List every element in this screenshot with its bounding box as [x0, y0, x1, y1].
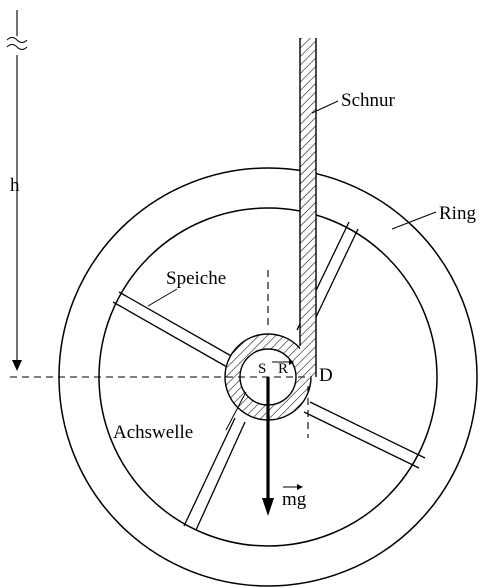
- label-h: h: [10, 175, 20, 196]
- leader-speiche: [147, 288, 178, 307]
- label-s: S: [258, 361, 266, 377]
- string-band: [300, 38, 316, 378]
- height-arrowhead: [12, 360, 22, 371]
- leader-achswelle: [225, 391, 247, 431]
- break-mark-icon: [6, 37, 28, 50]
- label-mg: mg: [282, 489, 307, 510]
- leader-ring: [391, 211, 437, 230]
- leader-schnur: [311, 100, 339, 114]
- label-achswelle: Achswelle: [113, 422, 193, 443]
- label-speiche: Speiche: [166, 268, 226, 289]
- label-schnur: Schnur: [341, 90, 396, 111]
- label-r: R: [278, 361, 288, 377]
- label-ring: Ring: [439, 203, 476, 224]
- label-d: D: [319, 365, 333, 386]
- weight-arrowhead: [262, 498, 274, 516]
